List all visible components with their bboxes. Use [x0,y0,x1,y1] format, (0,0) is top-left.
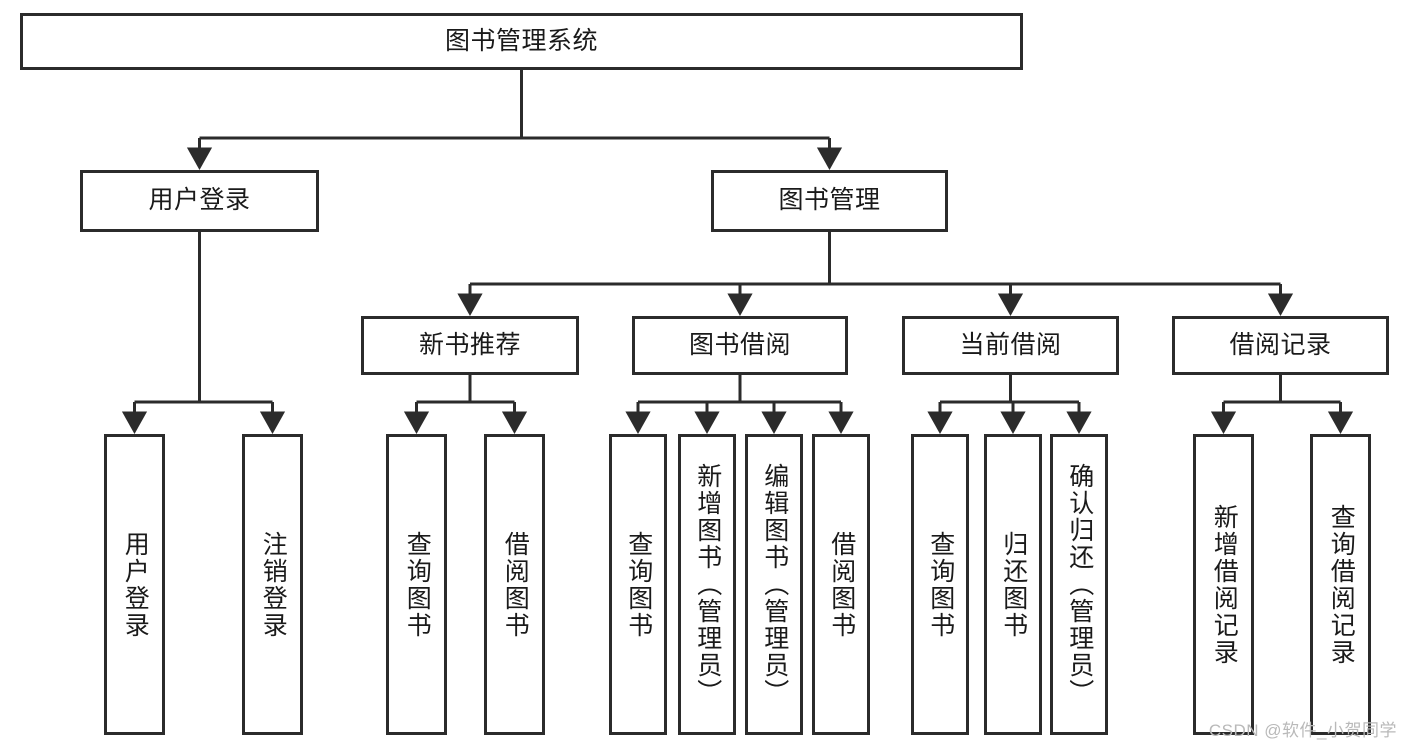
leaf-return-book[interactable]: 归还图书 [984,434,1042,735]
leaf-add-book-admin[interactable]: 新增图书（管理员） [678,434,736,735]
leaf-query-borrow-record-label: 查询借阅记录 [1327,503,1356,666]
leaf-borrow-book-borrowing-label: 借阅图书 [827,530,856,639]
leaf-add-borrow-record[interactable]: 新增借阅记录 [1193,434,1254,735]
node-user-login-label: 用户登录 [148,186,251,215]
leaf-edit-book-admin[interactable]: 编辑图书（管理员） [745,434,803,735]
leaf-query-book-current-label: 查询图书 [926,530,955,639]
node-borrowing-record-label: 借阅记录 [1229,330,1332,359]
node-book-borrowing[interactable]: 图书借阅 [632,316,848,375]
leaf-query-book-borrowing-label: 查询图书 [624,530,653,639]
leaf-add-borrow-record-label: 新增借阅记录 [1210,503,1239,666]
node-book-management[interactable]: 图书管理 [711,170,948,232]
leaf-query-book-recommendation[interactable]: 查询图书 [386,434,447,735]
node-book-borrowing-label: 图书借阅 [688,330,791,359]
leaf-confirm-return-admin[interactable]: 确认归还（管理员） [1050,434,1108,735]
leaf-query-borrow-record[interactable]: 查询借阅记录 [1310,434,1371,735]
leaf-user-login-label: 用户登录 [121,530,150,639]
leaf-borrow-book-borrowing[interactable]: 借阅图书 [812,434,870,735]
node-book-management-label: 图书管理 [778,186,881,215]
leaf-user-login[interactable]: 用户登录 [104,434,165,735]
watermark: CSDN @软件_小贺同学 [1208,721,1397,740]
node-current-borrowing[interactable]: 当前借阅 [902,316,1119,375]
leaf-add-book-admin-label: 新增图书（管理员） [693,463,722,706]
node-new-book-recommendation-label: 新书推荐 [418,330,521,359]
node-user-login[interactable]: 用户登录 [80,170,319,232]
leaf-logout[interactable]: 注销登录 [242,434,303,735]
leaf-query-book-recommendation-label: 查询图书 [403,530,432,639]
leaf-query-book-borrowing[interactable]: 查询图书 [609,434,667,735]
leaf-edit-book-admin-label: 编辑图书（管理员） [760,463,789,706]
leaf-logout-label: 注销登录 [259,530,288,639]
node-borrowing-record[interactable]: 借阅记录 [1172,316,1389,375]
node-new-book-recommendation[interactable]: 新书推荐 [361,316,579,375]
leaf-borrow-book-recommendation[interactable]: 借阅图书 [484,434,545,735]
node-root[interactable]: 图书管理系统 [20,13,1023,70]
leaf-return-book-label: 归还图书 [999,530,1028,639]
leaf-confirm-return-admin-label: 确认归还（管理员） [1065,463,1094,706]
leaf-borrow-book-recommendation-label: 借阅图书 [501,530,530,639]
node-current-borrowing-label: 当前借阅 [959,330,1062,359]
node-root-label: 图书管理系统 [444,26,598,55]
leaf-query-book-current[interactable]: 查询图书 [911,434,969,735]
